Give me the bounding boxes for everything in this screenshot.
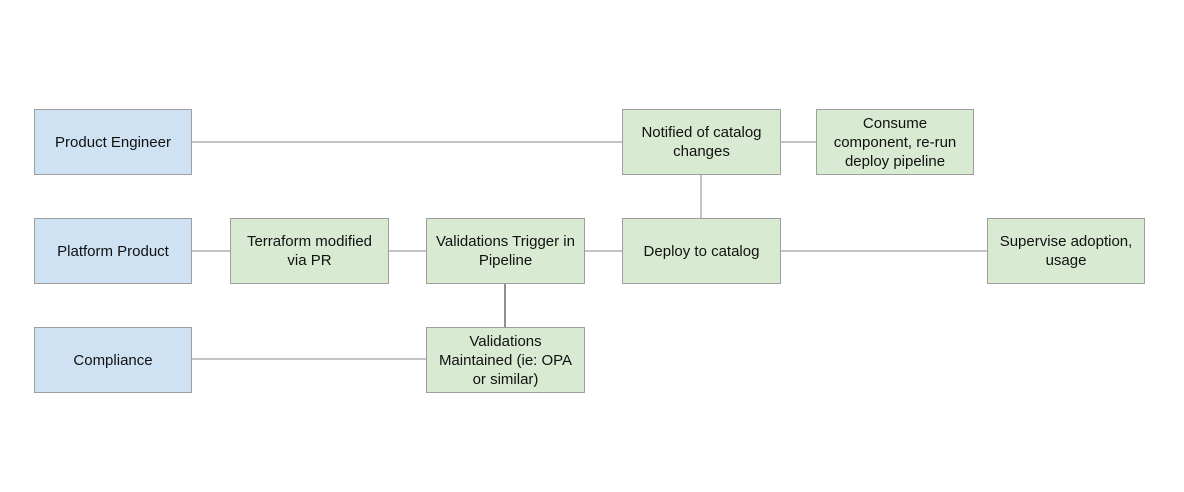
deploy-node[interactable]: Deploy to catalog (622, 218, 781, 284)
validations-trigger-label: Validations Trigger in Pipeline (436, 233, 575, 269)
terraform-node[interactable]: Terraform modified via PR (230, 218, 389, 284)
supervise-label: Supervise adoption, usage (999, 233, 1133, 269)
product-engineer-node[interactable]: Product Engineer (34, 109, 192, 175)
terraform-label: Terraform modified via PR (246, 233, 373, 269)
consume-node[interactable]: Consume component, re-run deploy pipelin… (816, 109, 974, 175)
validations-maintained-node[interactable]: Validations Maintained (ie: OPA or simil… (426, 327, 585, 393)
validations-trigger-node[interactable]: Validations Trigger in Pipeline (426, 218, 585, 284)
supervise-node[interactable]: Supervise adoption, usage (987, 218, 1145, 284)
product-engineer-label: Product Engineer (55, 133, 171, 151)
notified-node[interactable]: Notified of catalog changes (622, 109, 781, 175)
compliance-node[interactable]: Compliance (34, 327, 192, 393)
consume-label: Consume component, re-run deploy pipelin… (833, 114, 957, 170)
compliance-label: Compliance (73, 351, 153, 369)
deploy-label: Deploy to catalog (643, 242, 760, 260)
platform-product-label: Platform Product (57, 242, 169, 260)
validations-maintained-label: Validations Maintained (ie: OPA or simil… (438, 332, 573, 388)
platform-product-node[interactable]: Platform Product (34, 218, 192, 284)
notified-label: Notified of catalog changes (641, 124, 762, 160)
